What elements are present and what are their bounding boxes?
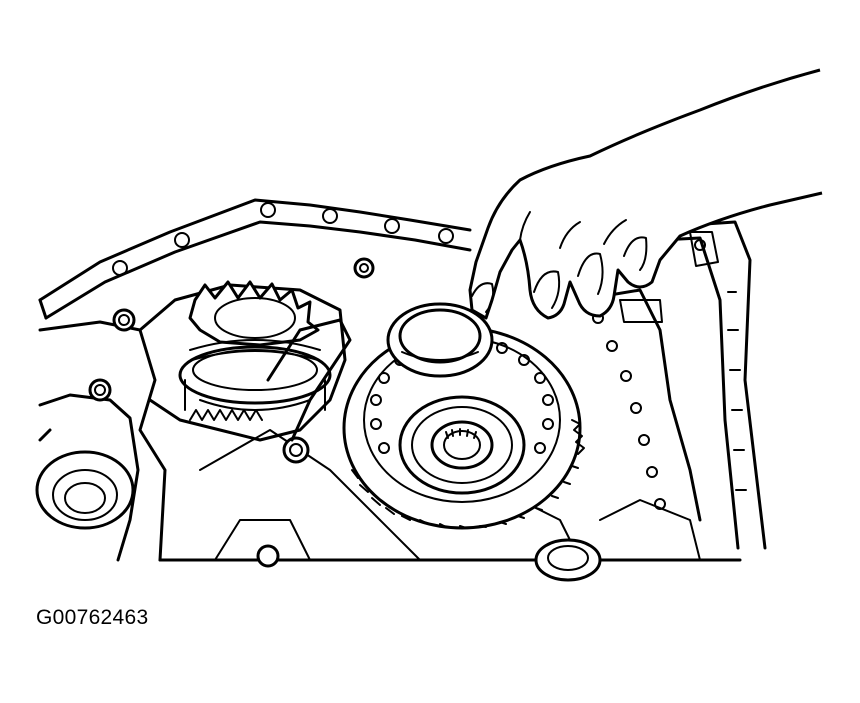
thrust-washer <box>386 302 494 378</box>
figure-id-label: G00762463 <box>36 606 149 629</box>
bolt-left-upper <box>112 308 136 332</box>
bolt-left-lower <box>88 378 112 402</box>
valve-body-edge <box>534 288 702 582</box>
clutch-drum <box>342 326 585 530</box>
transmission-illustration <box>35 68 823 582</box>
hand <box>468 68 823 320</box>
bolt-bottom <box>256 544 280 568</box>
case-bolts <box>88 257 375 568</box>
bolt-center <box>282 436 310 464</box>
bolt-top <box>353 257 375 279</box>
transmission-case <box>35 198 767 562</box>
differential-gear-assembly <box>138 280 352 442</box>
